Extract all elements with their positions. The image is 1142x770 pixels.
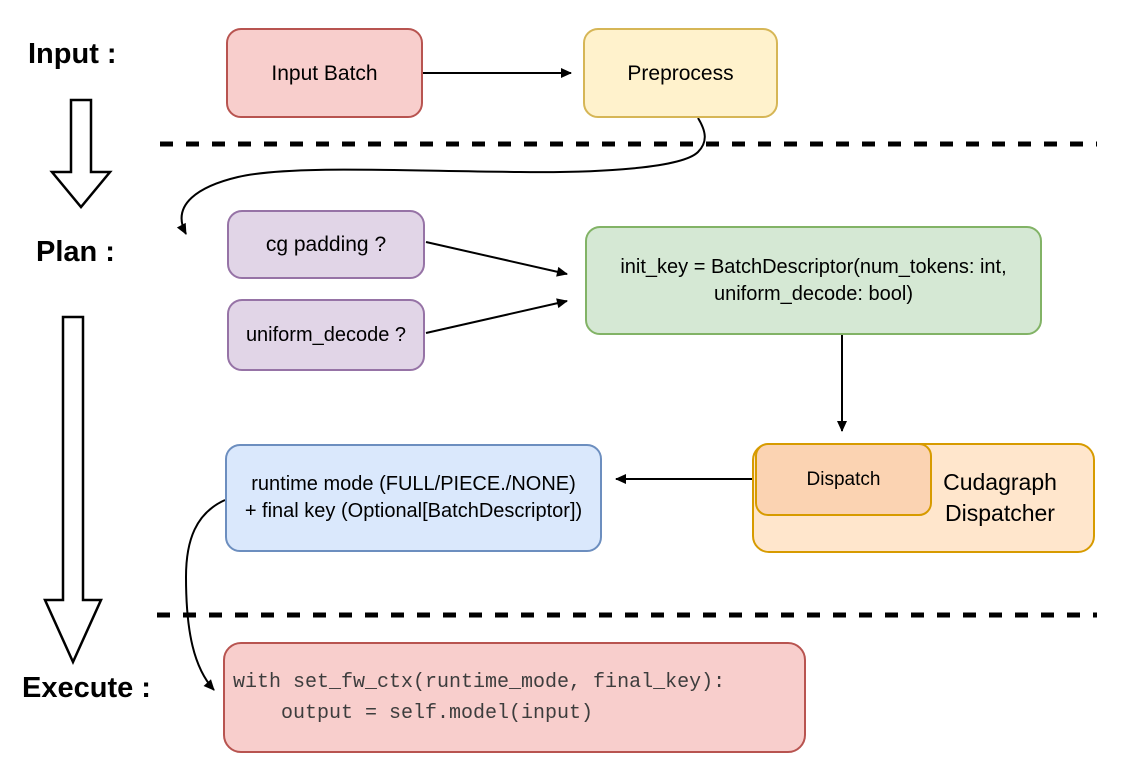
stage-arrow-input-to-plan (49, 98, 113, 209)
stage-label-plan: Plan : (36, 236, 115, 268)
node-init-key-line1: init_key = BatchDescriptor(num_tokens: i… (620, 255, 1007, 278)
node-cg-padding-label: cg padding ? (265, 233, 387, 256)
execute-code-line1: with set_fw_ctx(runtime_mode, final_key)… (233, 670, 726, 694)
node-cudagraph-dispatcher-label: Cudagraph Dispatcher (915, 445, 1085, 551)
node-init-key-line2: uniform_decode: bool) (713, 282, 913, 305)
stage-label-input: Input : (28, 38, 117, 70)
node-cg-padding: cg padding ? (227, 210, 425, 279)
edge-cgpadding-to-initkey (425, 241, 568, 277)
node-dispatch: Dispatch (755, 443, 932, 516)
node-runtime-line1: runtime mode (FULL/PIECE./NONE) (251, 473, 576, 495)
edge-runtime-to-execute (184, 499, 226, 691)
node-runtime-line2: + final key (Optional[BatchDescriptor]) (244, 500, 583, 522)
edge-uniformdecode-to-initkey (425, 298, 568, 334)
stage-label-execute: Execute : (22, 672, 151, 704)
stage-arrow-plan-to-execute (43, 315, 103, 666)
node-preprocess: Preprocess (583, 28, 778, 118)
node-input-batch-label: Input Batch (271, 61, 378, 85)
node-init-key: init_key = BatchDescriptor(num_tokens: i… (585, 226, 1042, 335)
node-dispatch-label: Dispatch (806, 469, 881, 490)
execute-code-line2: output = self.model(input) (233, 701, 594, 725)
node-runtime-mode: runtime mode (FULL/PIECE./NONE) + final … (225, 444, 602, 552)
cudagraph-label-line2: Dispatcher (945, 500, 1055, 526)
node-execute-code: with set_fw_ctx(runtime_mode, final_key)… (223, 642, 806, 753)
node-input-batch: Input Batch (226, 28, 423, 118)
node-preprocess-label: Preprocess (627, 61, 734, 85)
node-uniform-decode: uniform_decode ? (227, 299, 425, 371)
node-uniform-decode-label: uniform_decode ? (245, 323, 407, 346)
cudagraph-label-line1: Cudagraph (943, 469, 1057, 495)
